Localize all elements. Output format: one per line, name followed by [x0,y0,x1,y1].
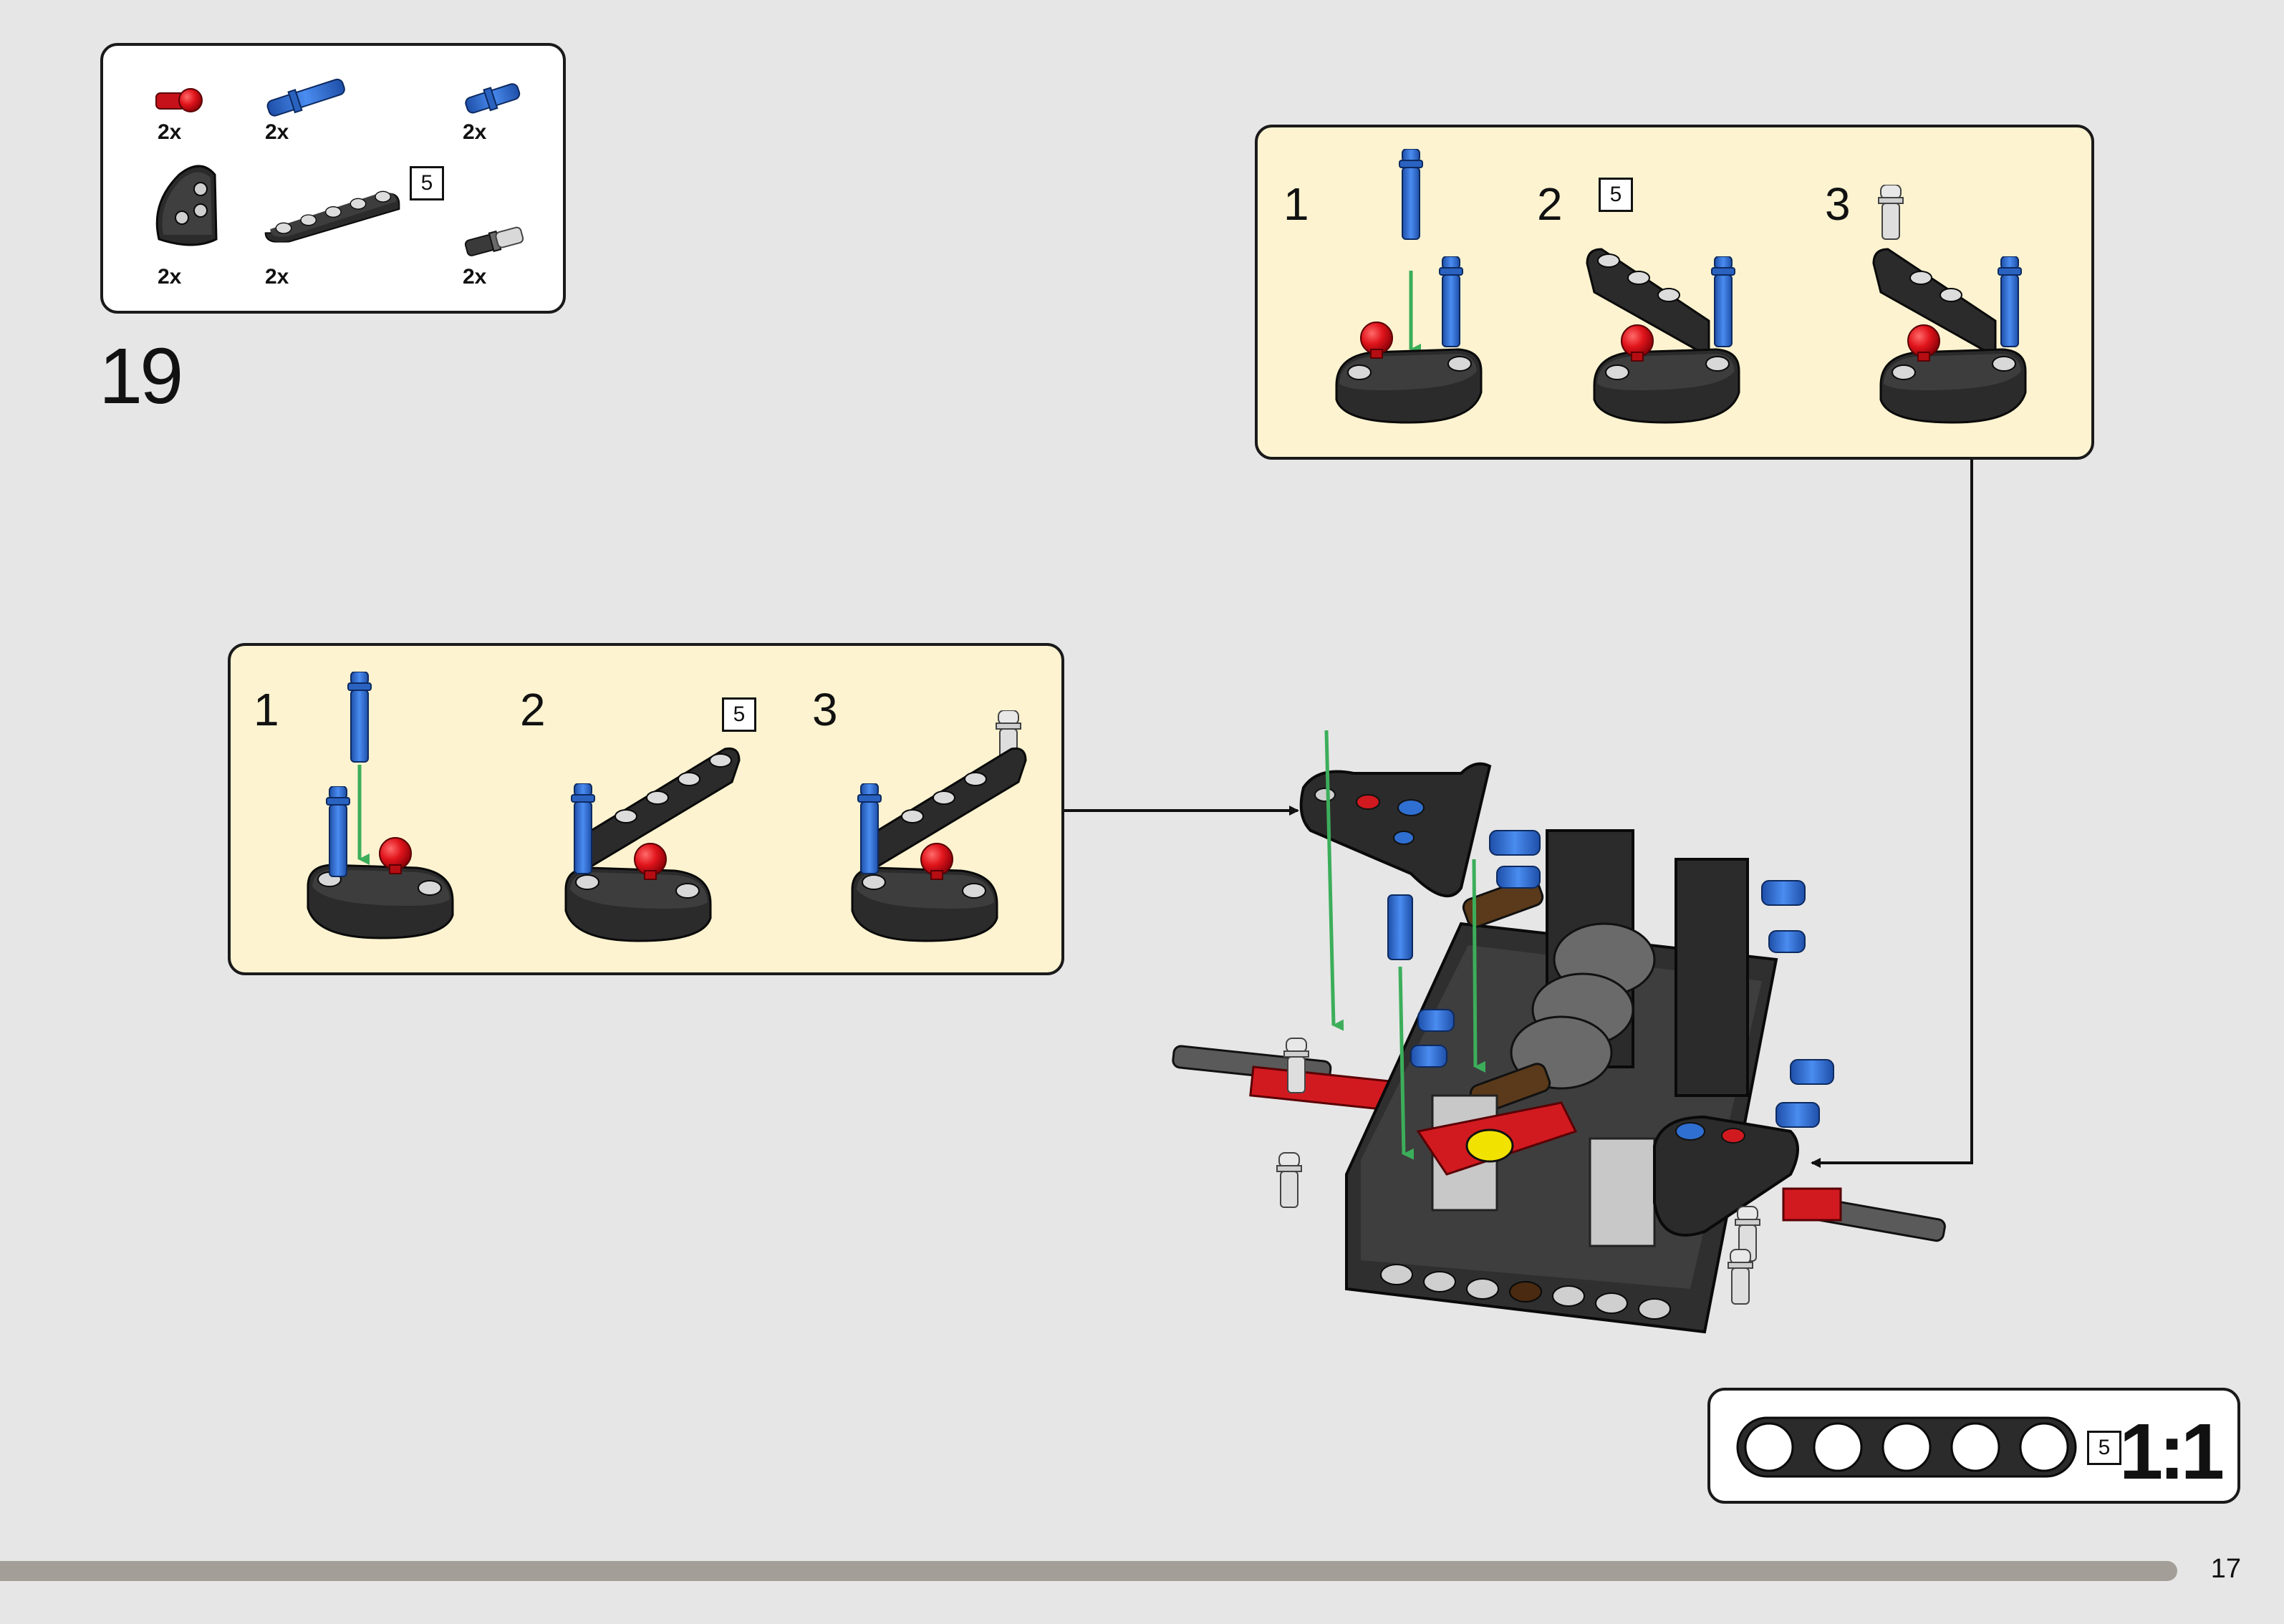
scale-reference-box: 5 1:1 [1707,1388,2240,1504]
parts-list-box: 2x 2x 2x 2x 5 2x 2x [100,43,566,314]
black-triangular-liftarm-part [155,165,218,246]
substep-2-illustration [1586,248,1740,424]
part-qty: 2x [158,265,182,289]
beam-length-label: 5 [410,166,444,200]
blue-pin-part [465,83,521,114]
incoming-liftarm [1299,762,1492,960]
substep-number: 3 [1825,178,1851,230]
blue-axle-pin-long-part [266,78,345,117]
main-assembly-illustration [1172,730,1946,1334]
beam-length-label: 5 [1599,178,1633,212]
part-qty: 2x [463,120,487,144]
substep-2-illustration [564,747,741,942]
page-progress-bar [0,1561,2177,1581]
substep-3-illustration [1872,185,2027,424]
beam-length-label: 5 [2087,1431,2121,1465]
part-qty: 2x [463,265,487,289]
grey-pin-part [464,226,524,256]
scale-ratio: 1:1 [2119,1408,2225,1496]
substep-1-illustration [307,672,454,939]
substep-number: 2 [1537,178,1563,230]
right-axle [1782,1187,1946,1242]
substep-number: 1 [1283,178,1309,230]
substep-number: 1 [254,684,279,735]
beam-5-scale-illustration [1736,1416,2077,1478]
beam-length-label: 5 [722,697,756,732]
subassembly-callout-top: 1 2 5 3 [1255,125,2094,460]
page-number: 17 [2210,1554,2241,1584]
red-pin-ball-part [155,88,203,112]
part-qty: 2x [265,265,289,289]
substep-3-illustration [851,710,1027,942]
step-number: 19 [99,332,183,420]
part-qty: 2x [158,120,182,144]
part-qty: 2x [265,120,289,144]
substep-number: 3 [812,684,838,735]
substep-1-illustration [1335,149,1483,424]
subassembly-callout-left: 1 2 5 3 [228,643,1064,975]
substep-number: 2 [520,684,546,735]
